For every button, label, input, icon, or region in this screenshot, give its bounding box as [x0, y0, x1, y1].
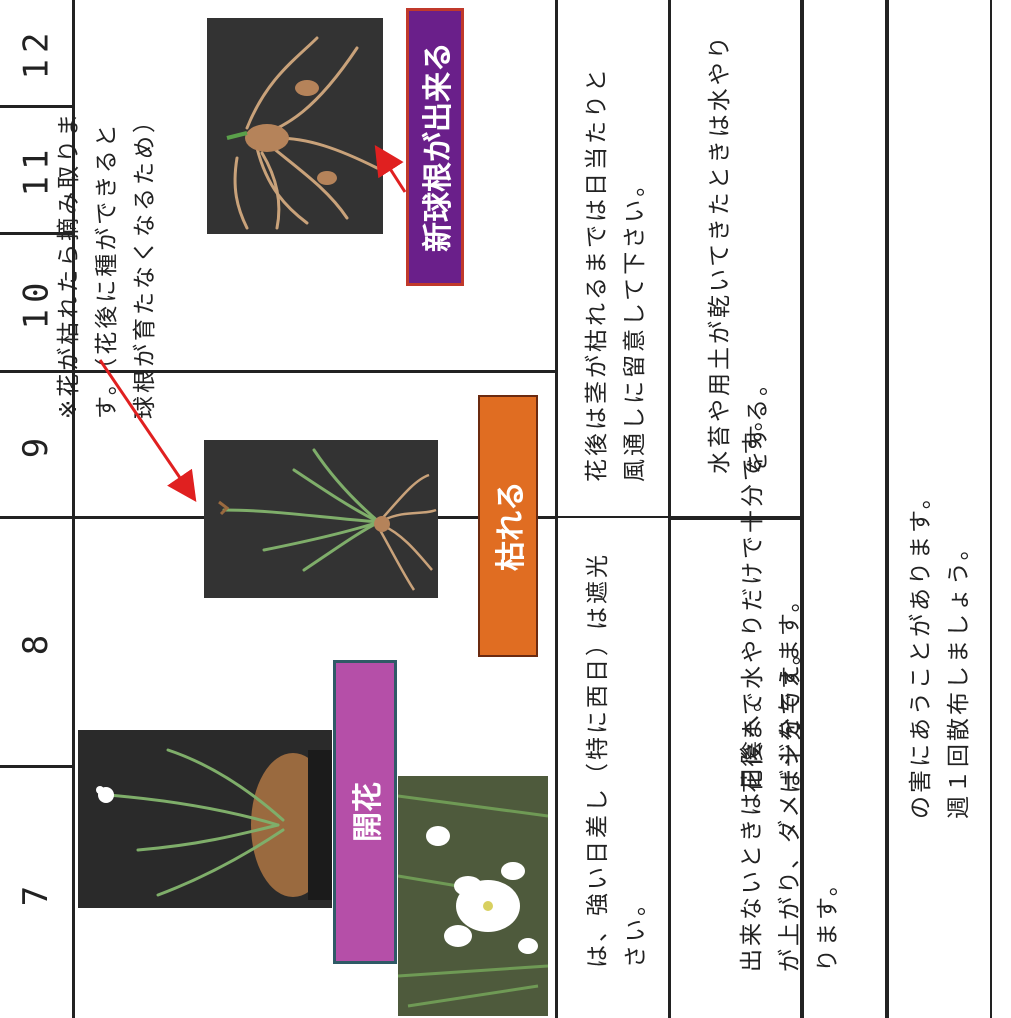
wither-label: 枯れる — [478, 395, 538, 657]
header-separator — [72, 0, 75, 1018]
row-divider-water — [668, 516, 800, 520]
new-bulb-photo — [207, 18, 383, 234]
new-bulb-label: 新球根が出来る — [406, 8, 464, 286]
row-border-4 — [990, 0, 992, 1018]
withered-plant-photo — [204, 440, 438, 598]
month-divider-12-11 — [0, 105, 72, 108]
water-bloom-text: 花後まで水やりだけで十分です。 ば十分です。 — [740, 405, 804, 793]
month-divider-11-10 — [0, 232, 72, 235]
pest-text: の害にあうことがあります。 週１回散布しましょう。 — [908, 483, 972, 819]
light-summer-text: は、強い日差し（特に西日）は遮光 さい。 — [585, 552, 649, 968]
row-divider-light — [555, 516, 668, 518]
bloom-label: 開花 — [333, 660, 397, 964]
month-divider-10-9 — [0, 370, 555, 373]
row-border-3 — [885, 0, 889, 1018]
potted-plant-photo — [78, 730, 332, 908]
month-divider-8-7 — [0, 765, 72, 768]
row-border-1 — [668, 0, 671, 1018]
light-after-bloom-text: 花後は茎が枯れるまでは日当たりと 風通しに留意して下さい。 — [584, 66, 648, 482]
arrow-to-withered-icon — [98, 359, 197, 502]
photo-band-border — [555, 0, 558, 1018]
row-border-2 — [800, 0, 804, 1018]
flower-closeup-photo — [398, 776, 548, 1016]
arrow-to-new-bulb-icon — [374, 144, 407, 193]
